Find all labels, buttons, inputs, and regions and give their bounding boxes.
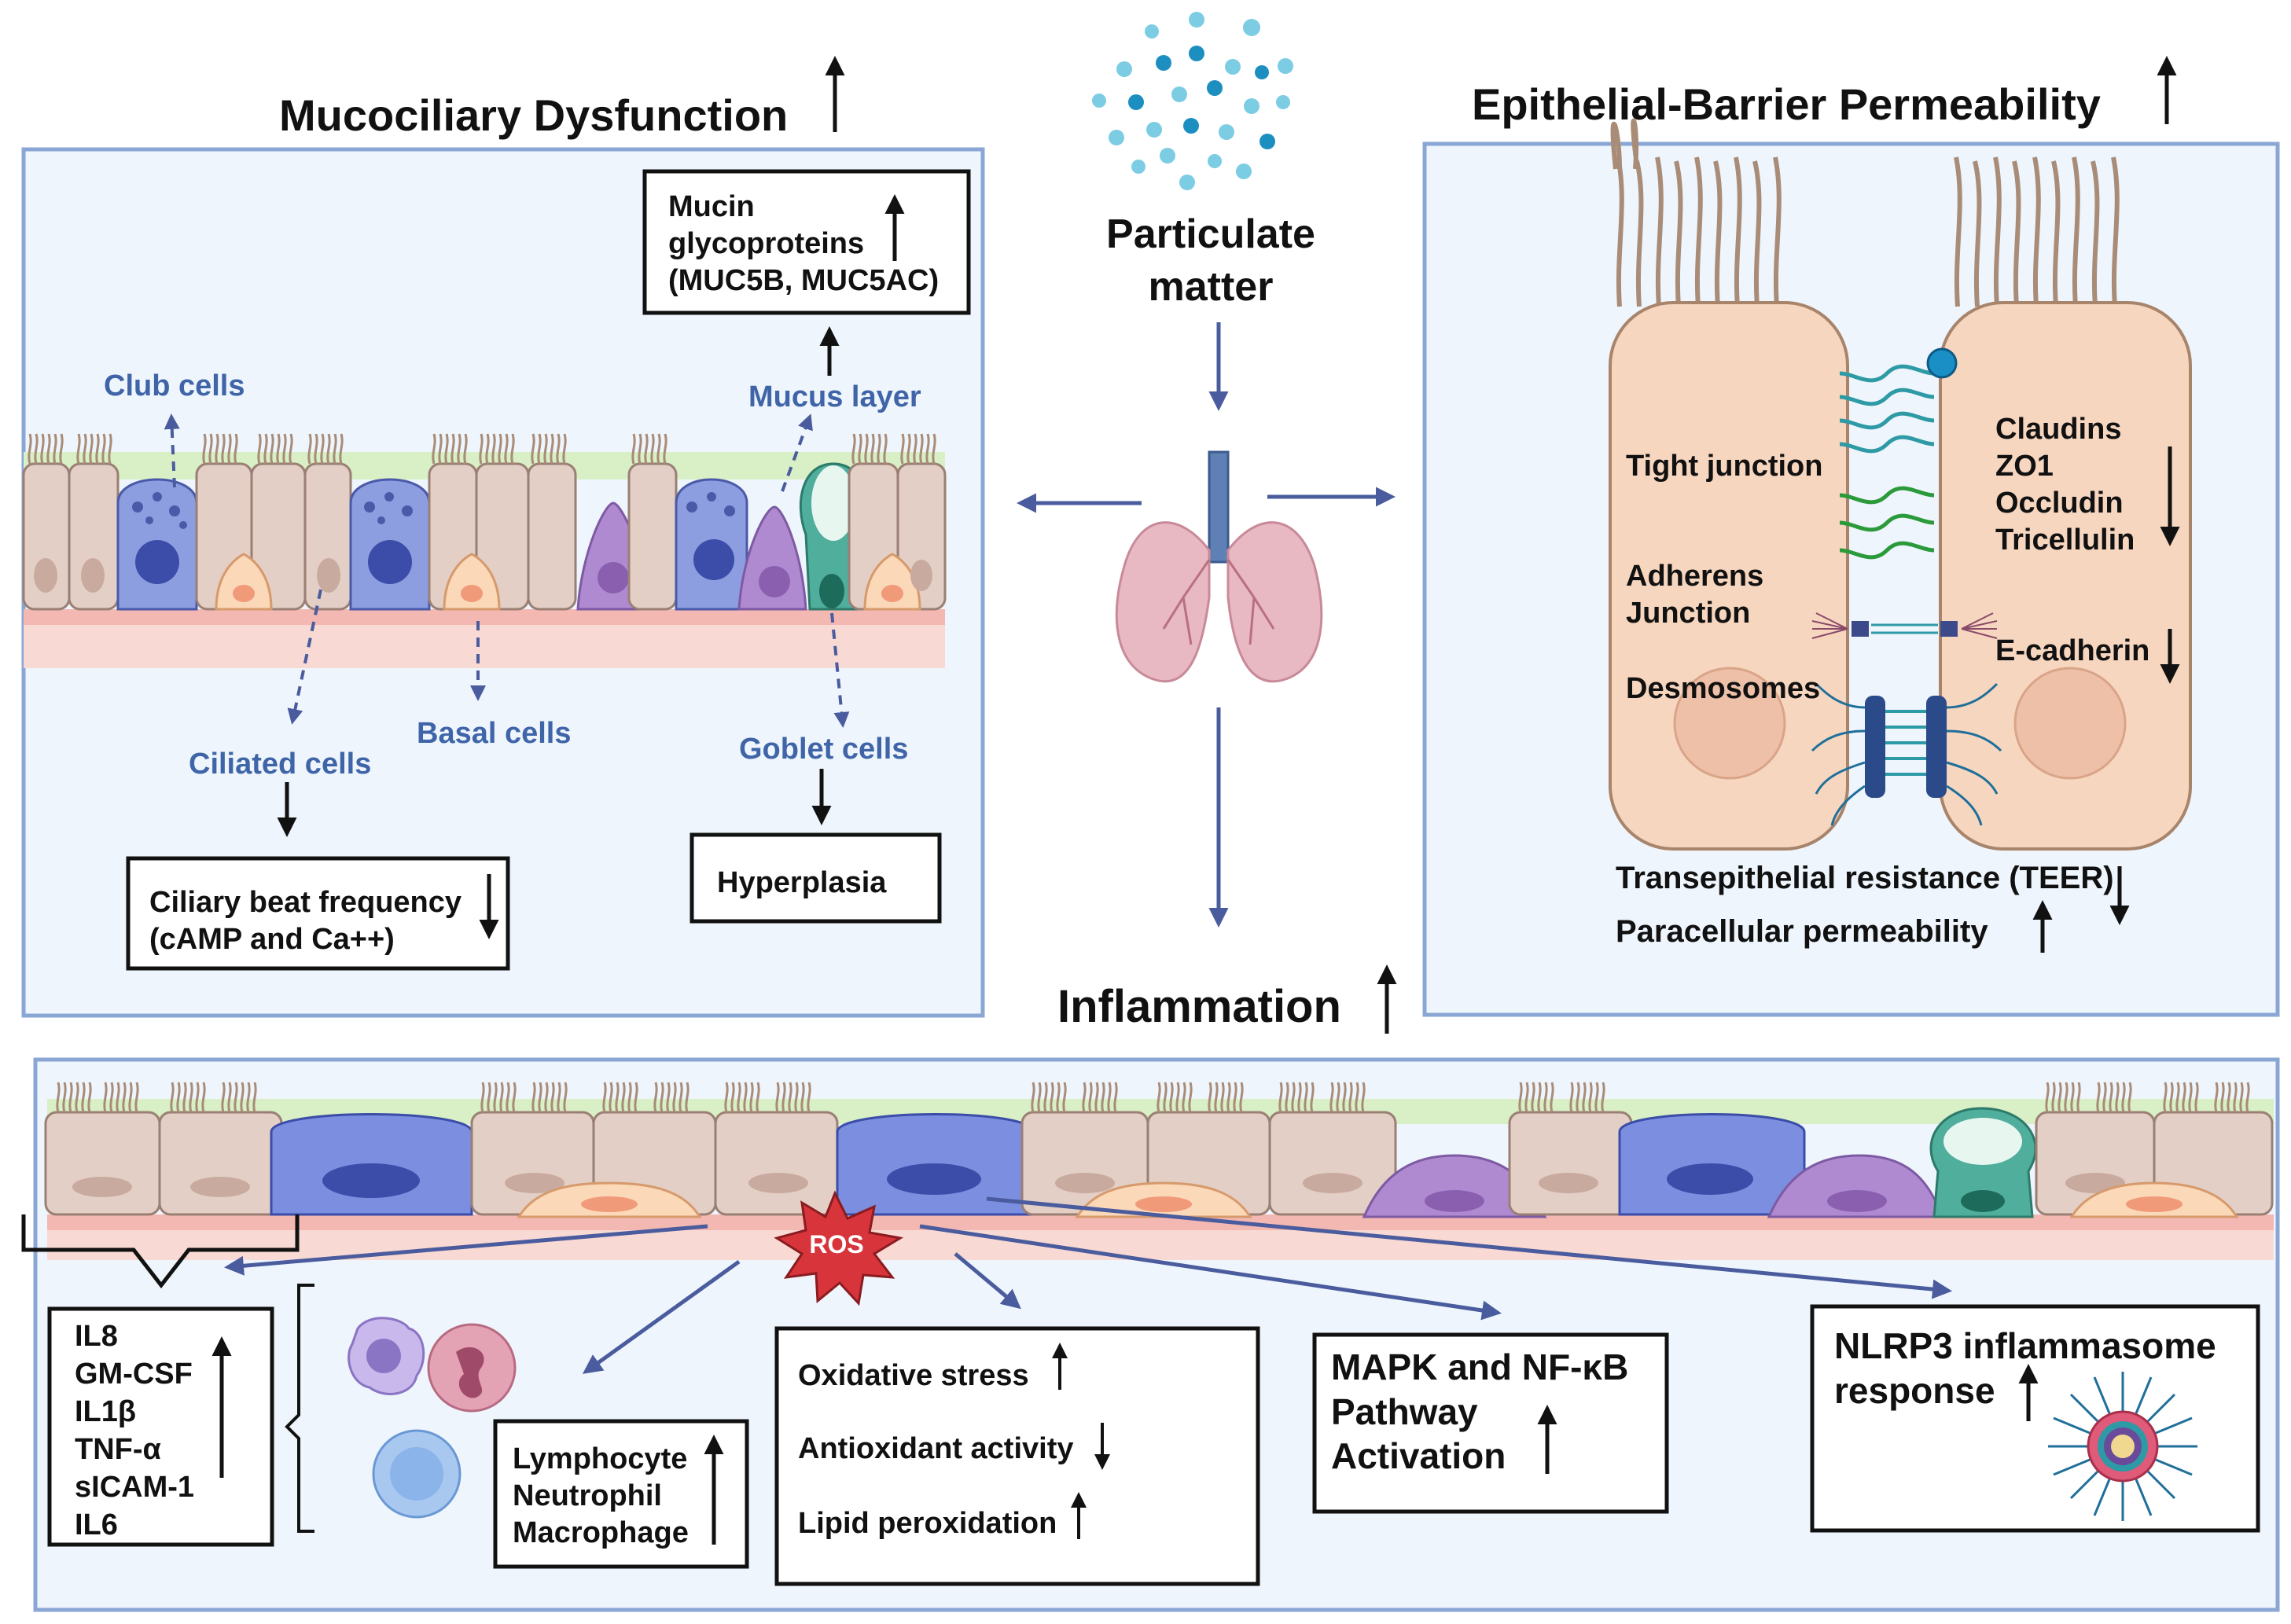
- mapk-line-1: MAPK and NF-κB: [1331, 1347, 1628, 1387]
- hyperplasia-label: Hyperplasia: [717, 866, 887, 899]
- lipid-label: Lipid peroxidation: [798, 1507, 1057, 1540]
- hyperplasia-box: [690, 832, 942, 924]
- teer-label: Transepithelial resistance (TEER): [1616, 861, 2114, 895]
- cytokine-gmcsf: GM-CSF: [75, 1358, 193, 1391]
- ciliated-cells-label: Ciliated cells: [189, 748, 371, 781]
- ros-label: ROS: [809, 1230, 863, 1258]
- tricellulin-label: Tricellulin: [1995, 524, 2135, 557]
- mucin-line-3: (MUC5B, MUC5AC): [668, 264, 939, 297]
- particulate-label-2: matter: [1149, 264, 1274, 310]
- goblet-cells-label: Goblet cells: [739, 733, 908, 766]
- curly-brace: [285, 1284, 314, 1533]
- ciliary-line-2: (cAMP and Ca++): [149, 923, 395, 956]
- cytokine-il8: IL8: [75, 1320, 118, 1353]
- desmosomes-label: Desmosomes: [1626, 672, 1820, 705]
- occludin-label: Occludin: [1995, 487, 2124, 520]
- mapk-line-2: Pathway: [1331, 1391, 1478, 1432]
- submucosa-band-2: [47, 1230, 2274, 1260]
- inflammasome-icon: [2048, 1372, 2197, 1521]
- mapk-line-3: Activation: [1331, 1435, 1506, 1476]
- oxidative-stress-label: Oxidative stress: [798, 1359, 1029, 1392]
- macrophage-label: Macrophage: [513, 1516, 689, 1549]
- cytokine-box: [47, 1306, 274, 1547]
- adherens-label-1: Adherens: [1626, 560, 1763, 593]
- claudins-label: Claudins: [1995, 413, 2121, 446]
- barrier-cells: [1609, 118, 2192, 851]
- nlrp3-line-2: response: [1834, 1370, 1995, 1411]
- ecadherin-label: E-cadherin: [1995, 634, 2149, 667]
- mapk-box: [1312, 1332, 1669, 1514]
- ros-burst-icon: [774, 1190, 904, 1306]
- cytokine-tnfa: TNF-α: [75, 1433, 161, 1466]
- mucin-line-1: Mucin: [668, 190, 755, 223]
- particulate-label-1: Particulate: [1106, 211, 1315, 257]
- cytokine-il1b: IL1β: [75, 1395, 136, 1428]
- mucus-layer-label: Mucus layer: [748, 380, 921, 413]
- lungs-icon: [1115, 450, 1323, 683]
- basement-band: [24, 609, 945, 625]
- tight-junction-label: Tight junction: [1626, 450, 1822, 483]
- mucin-box: [642, 169, 971, 315]
- cytokine-sicam: sICAM-1: [75, 1471, 194, 1504]
- oxidative-box: [774, 1326, 1260, 1586]
- ciliary-box: [126, 856, 510, 971]
- lymphocyte-label: Lymphocyte: [513, 1442, 687, 1475]
- nlrp3-line-1: NLRP3 inflammasome: [1834, 1325, 2216, 1366]
- ciliary-line-1: Ciliary beat frequency: [149, 886, 462, 919]
- mucin-line-2: glycoproteins: [668, 227, 864, 260]
- adherens-label-2: Junction: [1626, 597, 1750, 630]
- basal-cells-label: Basal cells: [417, 717, 571, 750]
- immune-cells: [348, 1317, 517, 1519]
- submucosa-band: [24, 625, 945, 668]
- barrier-heading: Epithelial-Barrier Permeability: [1472, 79, 2101, 129]
- inflammation-arrows: [224, 1196, 1952, 1374]
- zo1-label: ZO1: [1995, 450, 2054, 483]
- antioxidant-label: Antioxidant activity: [798, 1432, 1074, 1465]
- nlrp3-box: [1810, 1304, 2260, 1533]
- mucociliary-heading: Mucociliary Dysfunction: [279, 90, 788, 140]
- epithelium-bottom: [44, 1081, 2274, 1218]
- cytokine-il6: IL6: [75, 1508, 118, 1541]
- neutrophil-label: Neutrophil: [513, 1479, 662, 1512]
- club-cells-label: Club cells: [104, 369, 245, 402]
- paracellular-label: Paracellular permeability: [1616, 914, 1988, 949]
- particle-cloud: [1092, 12, 1293, 190]
- inflammation-heading: Inflammation: [1057, 981, 1341, 1032]
- basement-band-2: [47, 1214, 2274, 1230]
- epithelium-top: [22, 432, 947, 611]
- epithelium-bracket: [21, 1214, 300, 1289]
- dashed-arrows: [164, 413, 850, 728]
